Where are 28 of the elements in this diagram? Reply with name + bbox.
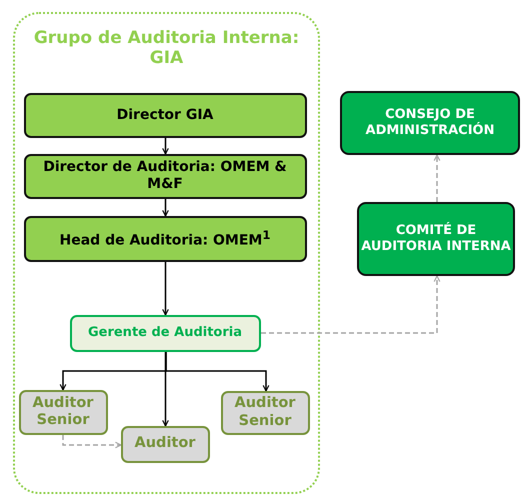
group-title: Grupo de Auditoria Interna: GIA (32, 28, 300, 69)
arrow (62, 435, 122, 448)
group-container (13, 12, 320, 494)
manager-box (70, 314, 260, 352)
arrow (434, 154, 440, 202)
committee-box (357, 202, 515, 276)
auditor-box (18, 390, 108, 434)
node-label: Head de Auditoria: OMEM$^{1}$ (60, 228, 270, 250)
node-label: Director GIA (116, 106, 214, 124)
process-box (24, 216, 306, 262)
node-label: Auditor Senior (234, 395, 296, 430)
process-box (24, 154, 306, 198)
arrow (261, 275, 440, 334)
auditor-box (120, 426, 210, 462)
auditor-box (220, 390, 310, 434)
arrow (162, 138, 169, 155)
committee-box (340, 91, 520, 155)
node-label: COMITÉ DE AUDITORIA INTERNA (360, 223, 512, 255)
arrow (162, 352, 169, 427)
node-label: Auditor Senior (32, 394, 94, 430)
node-label: Gerente de Auditoria (88, 325, 242, 341)
node-label: CONSEJO DE ADMINISTRACIÓN (364, 107, 496, 139)
node-label: Director de Auditoria: OMEM & M&F (42, 159, 288, 193)
process-box (24, 92, 306, 138)
arrow (165, 352, 270, 392)
arrow (162, 262, 169, 316)
node-label: Auditor (134, 435, 196, 453)
arrow (162, 199, 169, 217)
